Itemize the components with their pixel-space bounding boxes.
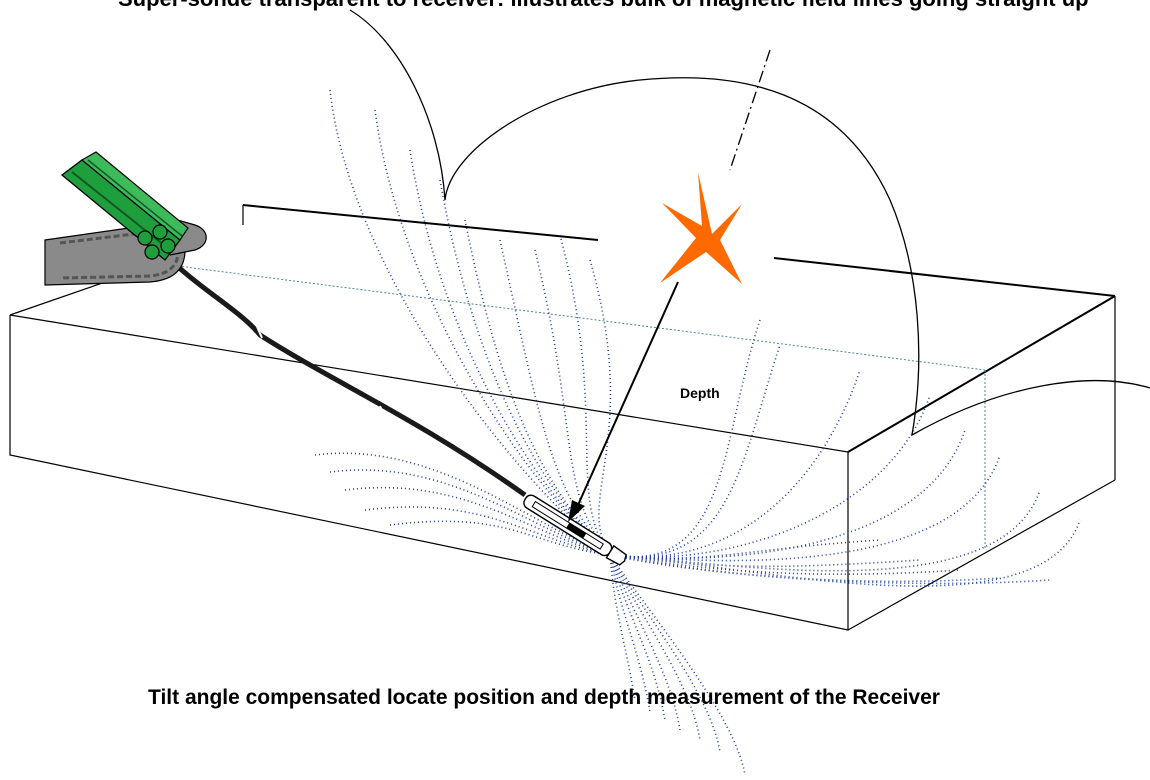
field-line bbox=[609, 554, 921, 568]
slab-right-edge bbox=[847, 479, 1116, 631]
field-line bbox=[609, 554, 681, 731]
field-line bbox=[409, 149, 611, 556]
field-line bbox=[344, 486, 611, 556]
slab-hidden-depth-line bbox=[169, 264, 986, 371]
field-arc-dashed bbox=[729, 49, 771, 171]
field-line bbox=[609, 554, 1051, 585]
field-line bbox=[389, 520, 611, 556]
field-line bbox=[314, 452, 611, 556]
magnetic-field-lines bbox=[314, 89, 1081, 776]
field-arcs bbox=[349, 9, 1150, 437]
sonde-drill-head bbox=[523, 494, 627, 566]
field-line bbox=[609, 429, 966, 560]
field-line bbox=[609, 554, 1001, 583]
bottom-caption: Tilt angle compensated locate position a… bbox=[148, 686, 940, 709]
field-line bbox=[609, 539, 881, 560]
field-line bbox=[609, 554, 666, 721]
depth-label: Depth bbox=[680, 385, 720, 401]
field-line bbox=[499, 239, 611, 556]
slab-back-edge-right bbox=[773, 257, 1116, 297]
rig-mast bbox=[60, 151, 189, 261]
field-line bbox=[559, 234, 611, 556]
drill-string bbox=[158, 248, 527, 498]
field-line bbox=[374, 109, 611, 556]
field-line bbox=[589, 259, 612, 556]
field-line bbox=[329, 469, 611, 556]
field-line bbox=[609, 554, 961, 575]
field-arc-left bbox=[349, 9, 1150, 437]
field-line bbox=[609, 394, 931, 558]
drill-rig bbox=[44, 151, 207, 286]
field-line bbox=[609, 519, 1081, 587]
slab-top-right-edge bbox=[847, 295, 1116, 453]
top-caption: Super-sonde transparent to receiver: ill… bbox=[118, 0, 1089, 12]
field-line bbox=[609, 554, 636, 701]
depth-arrow bbox=[568, 281, 679, 522]
field-line bbox=[609, 554, 746, 776]
locate-marker bbox=[660, 172, 742, 284]
field-line bbox=[609, 554, 651, 713]
field-line bbox=[609, 369, 861, 558]
field-line bbox=[609, 344, 781, 558]
slab-back-edge-left bbox=[242, 204, 599, 241]
field-line bbox=[609, 319, 761, 558]
slab-front-face bbox=[9, 314, 849, 631]
